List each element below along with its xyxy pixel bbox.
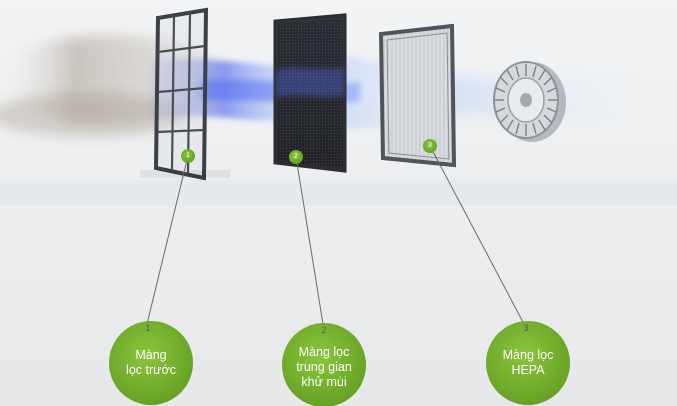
callout-number-3: 3: [523, 323, 529, 333]
callout-label-1-line-2: lọc trước: [126, 363, 176, 377]
callout-number-1: 1: [145, 323, 151, 333]
pre-filter-icon: [140, 7, 230, 181]
filter-badge-3: [423, 139, 437, 153]
callout-line-3: [429, 145, 525, 325]
floor-shadow: [0, 180, 677, 206]
filter-badge-number-3: 3: [428, 142, 432, 149]
callout-label-2-line-1: Màng lọc: [298, 345, 350, 359]
callout-label-2: Màng lọc trung gian khử mùi: [282, 345, 366, 390]
callout-line-1: [146, 155, 189, 325]
hepa-filter-icon: [378, 23, 457, 168]
filter-badges: [181, 139, 437, 164]
callout-circle-2: [282, 323, 366, 406]
fan-wheel-icon: [493, 61, 566, 142]
callout-label-1: Màng lọc trước: [109, 348, 193, 378]
callout-label-3: Màng lọc HEPA: [486, 348, 570, 378]
activated-carbon-filter-icon: [273, 13, 347, 173]
callout-label-3-line-2: HEPA: [511, 363, 545, 377]
callout-number-2: 2: [321, 325, 327, 335]
callout-circles: [109, 321, 570, 406]
filter-badge-number-1: 1: [186, 152, 190, 159]
callout-label-2-line-2: trung gian: [296, 360, 352, 374]
callout-label-1-line-1: Màng: [135, 348, 167, 362]
filter-badge-1: [181, 149, 195, 163]
callout-circle-3: [486, 321, 570, 405]
filter-badge-number-2: 2: [294, 153, 298, 160]
callout-label-3-line-1: Màng lọc: [502, 348, 554, 362]
filter-badge-2: [289, 150, 303, 164]
callout-line-2: [295, 156, 324, 325]
callout-label-2-line-3: khử mùi: [301, 375, 347, 389]
callout-lines: [146, 145, 525, 325]
callout-circle-1: [109, 321, 193, 405]
